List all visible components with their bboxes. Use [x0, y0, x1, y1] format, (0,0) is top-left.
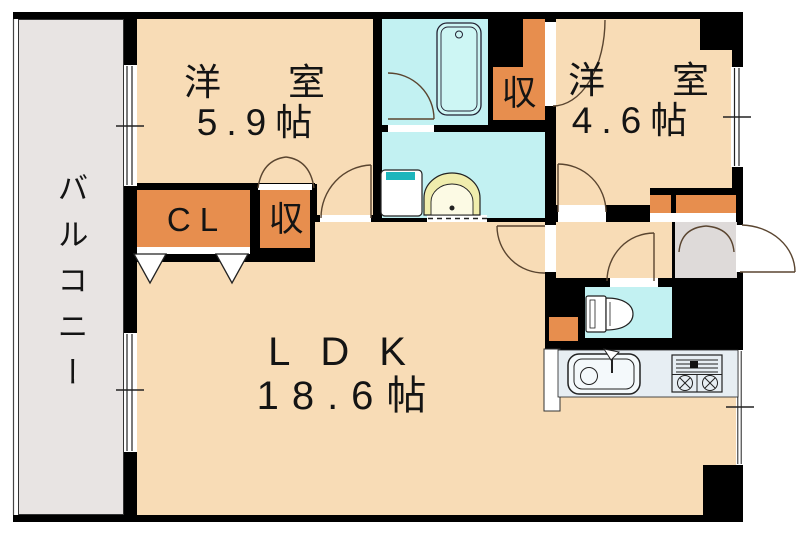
closet-fill	[137, 190, 250, 247]
western-room-2-name: 洋 室	[568, 60, 724, 101]
balcony-border	[18, 19, 124, 515]
storage-2-door-gap	[545, 22, 556, 106]
sink-drain	[580, 367, 598, 385]
washbasin-bowl	[430, 183, 474, 216]
closet-folding-door-triangle	[214, 253, 250, 285]
balcony-label: バルコニー	[52, 172, 88, 402]
storage-1-fill	[260, 190, 310, 248]
closet-door-track	[137, 247, 250, 254]
toilet-bowl	[605, 297, 634, 331]
entrance-floor	[675, 222, 737, 278]
shoe-closet-door-track	[650, 213, 736, 222]
bottom-wall-balcony	[13, 515, 124, 522]
western-room-1-name: 洋 室	[184, 62, 340, 103]
stove-knob	[690, 361, 698, 368]
entry-door-arc	[741, 224, 796, 273]
stove-burner-cross	[704, 377, 716, 389]
storage-2-fill	[493, 19, 545, 120]
stove-burner	[677, 375, 693, 391]
west-room-2-door-arc	[557, 163, 607, 213]
bathtub-inner	[440, 26, 478, 112]
ldk-door-arc	[496, 225, 546, 274]
storage-1-door-arc	[257, 156, 287, 189]
ldk-name: LDK	[268, 330, 436, 374]
stove-burner	[702, 375, 718, 391]
hallway-floor	[556, 222, 672, 278]
western-room-1-door-gap	[320, 215, 371, 222]
shoe-box-small	[650, 195, 671, 213]
washing-machine	[380, 169, 423, 217]
western-room-2-floor	[556, 19, 732, 205]
faucet-head	[602, 348, 621, 361]
ldk-door-gap	[545, 225, 556, 272]
bathroom-door-arc	[387, 72, 435, 120]
storage-2-label: 収	[501, 74, 537, 113]
ldk-floor	[137, 222, 736, 515]
shoe-closet-door-arc	[678, 225, 707, 253]
storage-1-door-gap	[258, 184, 312, 190]
western-room-1-floor	[137, 19, 373, 215]
bathtub	[436, 22, 482, 116]
bathtub-drain	[455, 30, 463, 39]
storage-1-door-arc	[285, 156, 315, 189]
entry-door-gap	[736, 225, 743, 272]
closet-folding-door-triangle	[132, 253, 168, 285]
storage-cube	[549, 317, 578, 341]
storage-1-label: 収	[268, 200, 304, 239]
toilet-tank	[585, 295, 607, 333]
shoe-closet-door-arc	[705, 225, 735, 253]
window-ldk	[124, 333, 137, 452]
storage-2-door-arc	[552, 19, 606, 107]
balcony-floor	[18, 19, 124, 515]
toilet-door-gap	[610, 278, 658, 287]
bathroom-door-gap	[388, 125, 434, 132]
washbasin-drain	[449, 205, 455, 211]
kitchen-sink-basin	[573, 358, 635, 390]
western-room-1-area: 5.9帖	[196, 102, 322, 143]
kitchen-end-panel	[543, 348, 561, 412]
top-wall-balcony	[13, 12, 124, 19]
western-room-2-door-gap	[558, 205, 606, 222]
stove-burner-cross	[679, 377, 691, 389]
washing-machine-lid	[386, 172, 415, 180]
west-room-1-door-arc	[320, 164, 372, 219]
western-room-2-area: 4.6帖	[571, 100, 697, 141]
ldk-area: 18.6帖	[256, 374, 440, 418]
toilet-tank-detail	[589, 299, 596, 329]
shoe-box-large	[676, 195, 736, 213]
closet-label: CL	[166, 201, 228, 238]
toilet-door-arc	[606, 232, 655, 282]
